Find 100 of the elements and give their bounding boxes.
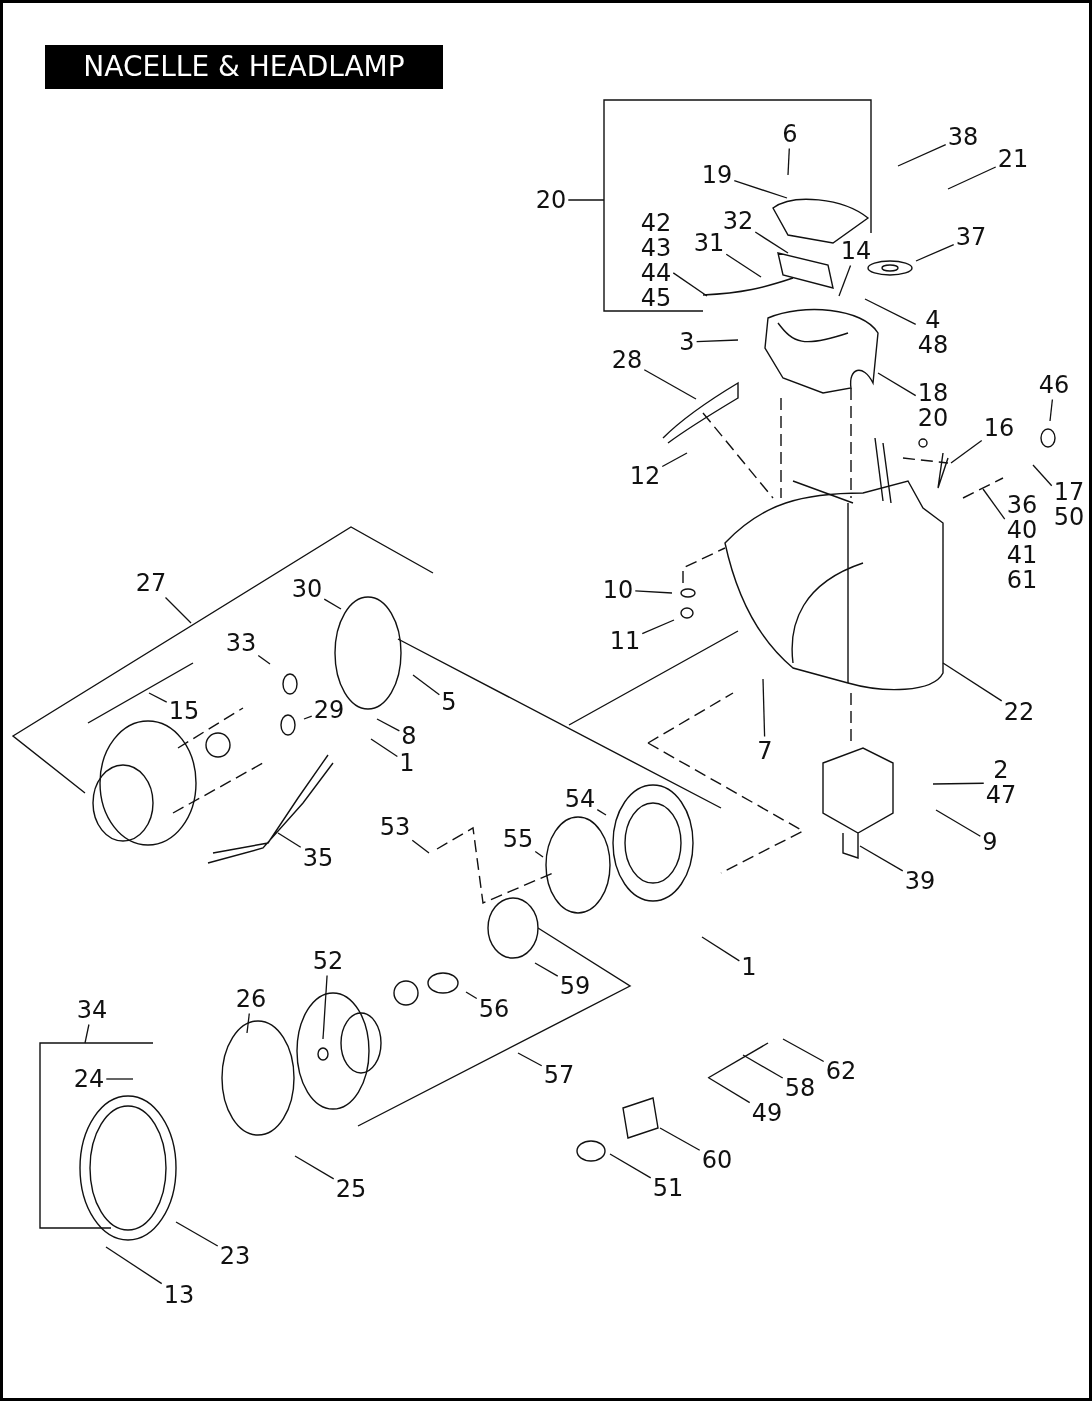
leader-line xyxy=(277,832,302,848)
leader-line xyxy=(370,738,398,758)
callout-number: 39 xyxy=(904,868,936,894)
leader-line xyxy=(596,809,607,816)
callout-number: 45 xyxy=(640,286,672,311)
leader-line xyxy=(465,991,478,1000)
leader-line xyxy=(787,147,790,176)
leader-line xyxy=(877,372,917,397)
callout-number: 40 xyxy=(1006,518,1038,543)
callout-number: 59 xyxy=(559,973,591,999)
callout-number: 3 xyxy=(679,329,695,355)
leader-line xyxy=(659,1127,701,1151)
callout-number: 15 xyxy=(168,698,200,724)
leader-line xyxy=(303,715,313,720)
leader-line xyxy=(246,1012,250,1034)
callout-number: 24 xyxy=(73,1066,105,1092)
leader-line xyxy=(323,598,342,610)
callout-number: 61 xyxy=(1006,568,1038,593)
callout-number: 2 xyxy=(993,758,1009,783)
leader-line xyxy=(672,272,708,297)
callout-number: 7 xyxy=(757,738,773,764)
leader-line xyxy=(164,596,192,624)
callout-number: 20 xyxy=(535,187,567,213)
callout-number: 55 xyxy=(502,826,534,852)
callout-number: 31 xyxy=(693,230,725,256)
callout-number: 52 xyxy=(312,948,344,974)
callout-number: 10 xyxy=(602,577,634,603)
callout-number: 27 xyxy=(135,570,167,596)
leader-line xyxy=(897,144,947,167)
callout-number: 25 xyxy=(335,1176,367,1202)
leader-line xyxy=(534,850,544,858)
leader-line xyxy=(534,962,559,977)
callout-number: 30 xyxy=(291,576,323,602)
callout-number: 42 xyxy=(640,211,672,236)
callout-number: 46 xyxy=(1038,372,1070,398)
callout-number: 21 xyxy=(997,146,1029,172)
leader-line xyxy=(84,1023,90,1044)
leader-line xyxy=(257,654,271,665)
leader-line xyxy=(1049,398,1054,422)
leader-line xyxy=(641,619,675,635)
callout-number: 13 xyxy=(163,1282,195,1308)
callout-number: 9 xyxy=(982,829,998,855)
leader-line xyxy=(754,231,789,254)
callout-number: 47 xyxy=(985,783,1017,808)
callout-number: 22 xyxy=(1003,699,1035,725)
callout-number: 23 xyxy=(219,1243,251,1269)
callout-number: 49 xyxy=(751,1100,783,1126)
callout-number: 56 xyxy=(478,996,510,1022)
callout-number: 34 xyxy=(76,997,108,1023)
leader-line xyxy=(696,339,739,343)
callout-number: 43 xyxy=(640,236,672,261)
leader-line xyxy=(412,674,440,696)
callout-number: 1 xyxy=(399,750,415,776)
callout-number: 28 xyxy=(611,347,643,373)
leader-line xyxy=(643,369,697,400)
leader-line xyxy=(567,199,605,201)
leader-line xyxy=(864,298,917,325)
callout-number: 33 xyxy=(225,630,257,656)
callout-number: 26 xyxy=(235,986,267,1012)
callout-number: 5 xyxy=(441,689,457,715)
leader-line xyxy=(175,1221,219,1247)
callout-number: 53 xyxy=(379,814,411,840)
leader-line xyxy=(947,166,997,190)
callout-number: 60 xyxy=(701,1147,733,1173)
leader-line xyxy=(725,253,762,278)
callout-number: 8 xyxy=(401,723,417,749)
leader-line xyxy=(634,590,673,594)
callout-number: 37 xyxy=(955,224,987,250)
leader-line xyxy=(935,809,981,837)
leader-line xyxy=(661,452,688,468)
callout-number: 20 xyxy=(917,406,949,431)
callout-number: 44 xyxy=(640,261,672,286)
leader-line xyxy=(708,1077,751,1104)
leader-line xyxy=(322,974,328,1040)
leader-line xyxy=(105,1078,134,1080)
callout-number: 35 xyxy=(302,845,334,871)
leader-line xyxy=(742,1054,784,1079)
callout-number: 4 xyxy=(925,308,941,333)
leader-line xyxy=(733,180,788,199)
leader-line xyxy=(762,678,766,738)
callout-number: 18 xyxy=(917,381,949,406)
callout-number: 6 xyxy=(782,121,798,147)
leader-line xyxy=(932,782,985,785)
leader-line xyxy=(376,718,400,732)
leader-line xyxy=(950,439,983,464)
callout-number: 54 xyxy=(564,786,596,812)
callout-number: 62 xyxy=(825,1058,857,1084)
leader-line xyxy=(105,1246,163,1285)
leader-line xyxy=(915,243,955,262)
callout-number: 57 xyxy=(543,1062,575,1088)
callout-number: 17 xyxy=(1053,480,1085,505)
callout-number: 50 xyxy=(1053,505,1085,530)
callout-number: 41 xyxy=(1006,543,1038,568)
leader-line xyxy=(517,1052,543,1067)
callout-number: 48 xyxy=(917,333,949,358)
leader-line xyxy=(1032,464,1053,487)
callout-number: 38 xyxy=(947,124,979,150)
leader-line xyxy=(838,264,852,297)
callout-number: 1 xyxy=(741,954,757,980)
leader-line xyxy=(859,845,904,872)
